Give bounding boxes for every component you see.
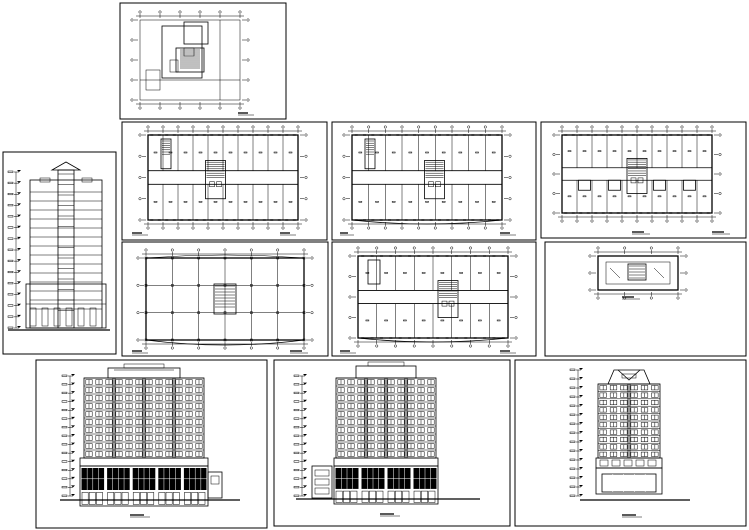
sheet-floor-plan-2-border (331, 121, 537, 241)
stair-core (424, 160, 445, 200)
sheet-floor-plan-2 (331, 121, 537, 241)
stair-core (626, 157, 648, 194)
sheet-floor-plan-5 (331, 241, 537, 357)
sheet-elevation-1-border (35, 359, 268, 529)
roof-machine-room (627, 263, 647, 281)
tower-entrance (595, 467, 663, 495)
site-building-core (169, 47, 205, 73)
sheet-floor-plan-3 (540, 121, 747, 239)
sheet-elevation-3 (514, 359, 747, 527)
section-tower (25, 161, 107, 329)
stair-core (213, 283, 237, 315)
stair-secondary (367, 259, 381, 285)
sheet-elevation-2-border (273, 359, 511, 527)
sheet-section (2, 151, 117, 355)
sheet-site-plan (119, 2, 287, 120)
sheet-roof-plan (544, 241, 747, 357)
sheet-elevation-1 (35, 359, 268, 529)
stair-secondary (364, 138, 376, 170)
toilet-clusters (578, 179, 696, 191)
tower-crown (607, 369, 651, 385)
sheet-site-plan-border (119, 2, 287, 120)
sheet-section-border (2, 151, 117, 355)
sheet-floor-plan-4 (121, 241, 329, 357)
stair-secondary (160, 138, 172, 170)
sheet-elevation-2 (273, 359, 511, 527)
sheet-floor-plan-5-border (331, 241, 537, 357)
sheet-roof-plan-border (544, 241, 747, 357)
side-annex (311, 465, 333, 499)
sheet-floor-plan-1 (121, 121, 328, 241)
stair-core (205, 160, 226, 200)
sheet-floor-plan-1-border (121, 121, 328, 241)
stair-core (437, 280, 459, 318)
